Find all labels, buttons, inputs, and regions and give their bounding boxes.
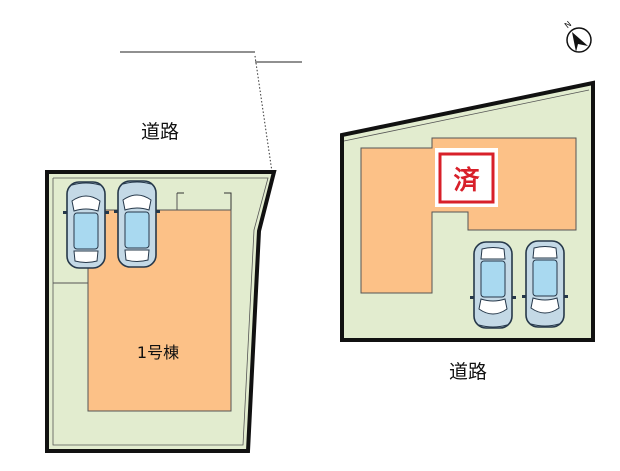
car-icon — [521, 240, 569, 328]
road-label-top: 道路 — [141, 121, 179, 143]
sold-stamp-text: 済 — [453, 165, 480, 196]
building-1 — [87, 209, 232, 412]
boundary-dotted-line — [254, 55, 273, 173]
north-arrow-icon: N — [563, 19, 592, 53]
sold-stamp: 済 — [435, 148, 498, 207]
building-sold — [360, 137, 577, 294]
road-label-bottom: 道路 — [449, 361, 487, 383]
lot-sold: 済 — [340, 80, 595, 342]
car-icon — [62, 181, 110, 269]
compass-north-label: N — [563, 19, 573, 30]
lot-1: 1号棟 — [45, 170, 277, 453]
building-1-label: 1号棟 — [137, 343, 179, 362]
car-icon — [113, 180, 161, 268]
car-icon — [469, 241, 517, 329]
